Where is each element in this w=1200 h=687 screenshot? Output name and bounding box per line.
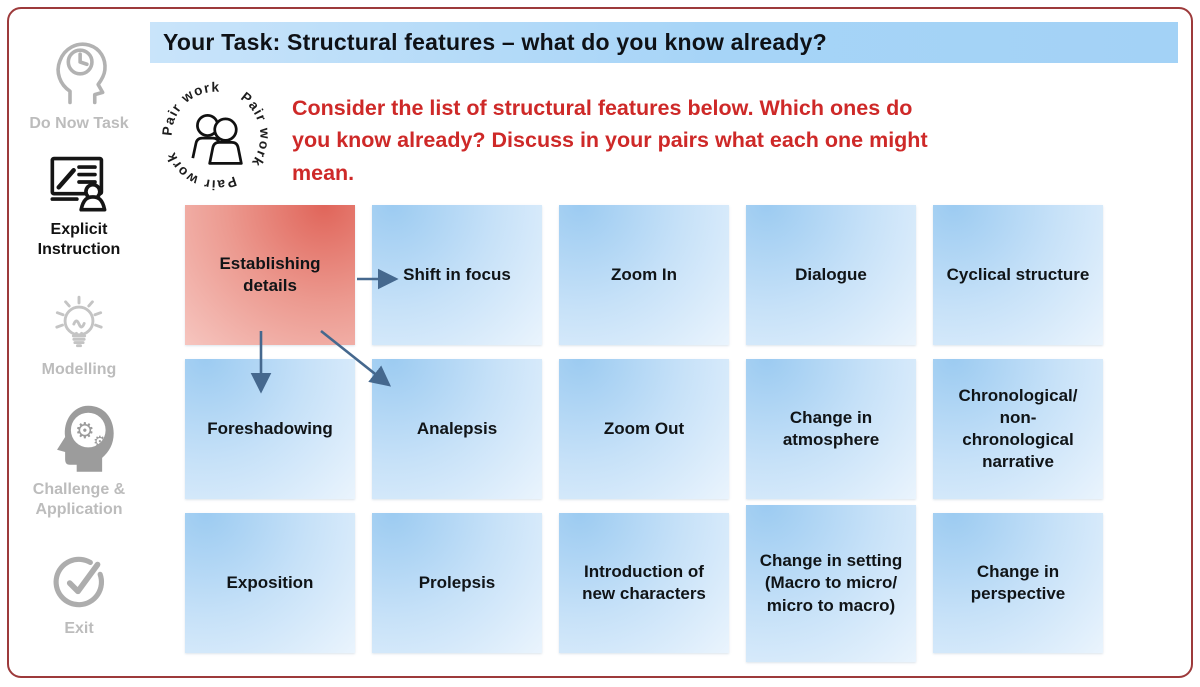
feature-card-cyclical-structure: Cyclical structure	[933, 205, 1103, 345]
sidebar-item-modelling[interactable]: Modelling	[10, 292, 148, 380]
svg-text:⚙: ⚙	[93, 432, 106, 450]
feature-card-prolepsis: Prolepsis	[372, 513, 542, 653]
feature-card-change-in-perspective: Change in perspective	[933, 513, 1103, 653]
feature-card-foreshadowing: Foreshadowing	[185, 359, 355, 499]
sidebar-item-do-now-task[interactable]: Do Now Task	[10, 34, 148, 134]
sidebar-item-exit[interactable]: Exit	[10, 547, 148, 639]
feature-card-zoom-out: Zoom Out	[559, 359, 729, 499]
head-clock-icon	[56, 42, 107, 105]
feature-card-introduction-new-characters: Introduction of new characters	[559, 513, 729, 653]
feature-card-analepsis: Analepsis	[372, 359, 542, 499]
sidebar-item-label: Exit	[64, 620, 94, 637]
pair-people-icon	[191, 113, 243, 165]
check-circle-icon	[53, 556, 105, 608]
slide-title-bar: Your Task: Structural features – what do…	[150, 22, 1178, 63]
sidebar-item-challenge-application[interactable]: ⚙ ⚙ Challenge & Application	[10, 400, 148, 520]
sidebar-item-label: Explicit Instruction	[37, 221, 121, 258]
head-gears-icon: ⚙ ⚙	[57, 405, 114, 472]
sidebar-item-label: Do Now Task	[29, 115, 129, 132]
feature-card-exposition: Exposition	[185, 513, 355, 653]
lightbulb-icon	[55, 295, 103, 348]
feature-card-shift-in-focus: Shift in focus	[372, 205, 542, 345]
feature-card-chronological-narrative: Chronological/ non- chronological narrat…	[933, 359, 1103, 499]
sidebar-item-explicit-instruction[interactable]: Explicit Instruction	[10, 150, 148, 260]
feature-card-establishing-details: Establishing details	[185, 205, 355, 345]
task-instruction-text: Consider the list of structural features…	[292, 96, 928, 185]
sidebar-item-label: Challenge & Application	[32, 481, 126, 518]
feature-card-change-in-setting: Change in setting (Macro to micro/ micro…	[746, 505, 916, 662]
feature-card-dialogue: Dialogue	[746, 205, 916, 345]
feature-card-change-in-atmosphere: Change in atmosphere	[746, 359, 916, 499]
pair-work-badge: Pair work Pair work Pair work	[160, 80, 273, 193]
feature-card-zoom-in: Zoom In	[559, 205, 729, 345]
structural-features-grid: Establishing details Shift in focus Zoom…	[185, 205, 1103, 662]
lesson-phase-sidebar: Do Now Task Explicit Instruction	[10, 10, 148, 670]
presentation-teacher-icon	[50, 156, 107, 212]
page-title: Your Task: Structural features – what do…	[163, 29, 827, 55]
svg-text:⚙: ⚙	[75, 419, 95, 444]
sidebar-item-label: Modelling	[41, 361, 117, 378]
